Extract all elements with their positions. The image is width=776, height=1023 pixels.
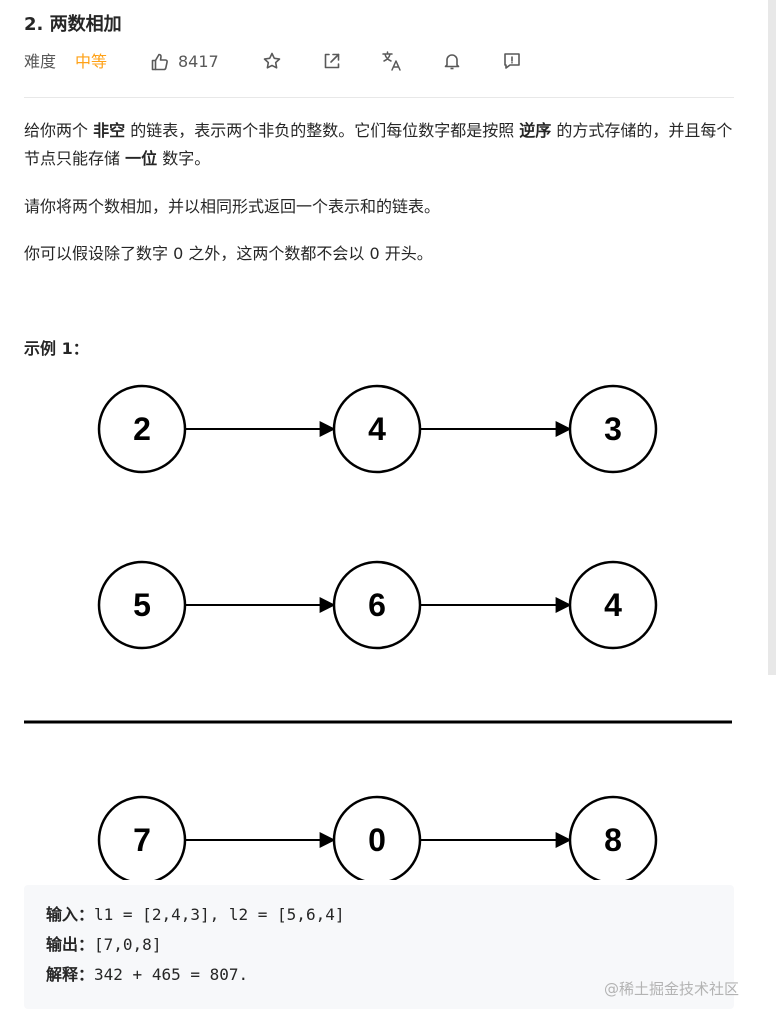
list-node-value: 3 <box>604 411 622 447</box>
list-node-circle <box>568 560 658 650</box>
list-node-value: 0 <box>368 822 386 858</box>
feedback-icon <box>504 53 520 69</box>
example-explanation: 解释：342 + 465 = 807. <box>46 965 249 984</box>
page-title: 2. 两数相加 <box>24 14 122 35</box>
list-node: 8 <box>568 795 658 880</box>
favorite-button[interactable] <box>261 50 283 72</box>
difficulty-badge: 中等 <box>75 52 108 71</box>
like-count: 8417 <box>178 52 219 71</box>
list-node: 7 <box>97 795 187 880</box>
watermark: @稀土掘金技术社区 <box>604 980 740 998</box>
problem-meta-bar: 难度 中等 8417 <box>24 50 744 74</box>
star-icon <box>263 52 281 69</box>
example-code-block: 输入：l1 = [2,4,3], l2 = [5,6,4] 输出：[7,0,8]… <box>24 885 734 1009</box>
list-node-value: 8 <box>604 822 622 858</box>
list-node-circle <box>568 384 658 474</box>
like-button[interactable]: 8417 <box>150 50 219 74</box>
translate-icon <box>382 51 401 71</box>
list-node-value: 7 <box>133 822 151 858</box>
share-button[interactable] <box>321 50 343 72</box>
example-input: 输入：l1 = [2,4,3], l2 = [5,6,4] <box>46 905 345 924</box>
example-title: 示例 1： <box>24 339 89 358</box>
list-node: 5 <box>97 560 187 650</box>
description-paragraph-1: 给你两个 非空 的链表，表示两个非负的整数。它们每位数字都是按照 逆序 的方式存… <box>24 121 733 168</box>
list-node: 2 <box>97 384 187 474</box>
list-node-circle <box>568 795 658 880</box>
bell-icon <box>444 54 460 70</box>
thumbs-up-icon <box>151 53 168 71</box>
list-node-value: 4 <box>604 587 622 623</box>
share-icon <box>324 53 340 69</box>
translate-button[interactable] <box>381 50 403 72</box>
scrollbar[interactable] <box>768 0 776 675</box>
list-node-value: 6 <box>368 587 386 623</box>
example-output: 输出：[7,0,8] <box>46 935 162 954</box>
header-divider <box>24 97 734 98</box>
list-node: 6 <box>332 560 422 650</box>
list-node: 3 <box>568 384 658 474</box>
description-paragraph-2: 请你将两个数相加，并以相同形式返回一个表示和的链表。 <box>24 197 441 216</box>
list-node: 4 <box>332 384 422 474</box>
list-node-value: 2 <box>133 411 151 447</box>
list-node: 4 <box>568 560 658 650</box>
notification-button[interactable] <box>441 50 463 72</box>
list-node: 0 <box>332 795 422 880</box>
list-node-value: 5 <box>133 587 151 623</box>
linked-list-diagram: 2 4 3 5 6 4 7 0 8 <box>24 384 732 880</box>
list-node-value: 4 <box>368 411 386 447</box>
description-paragraph-3: 你可以假设除了数字 0 之外，这两个数都不会以 0 开头。 <box>24 244 433 263</box>
difficulty-label: 难度 <box>24 52 57 71</box>
feedback-button[interactable] <box>501 50 523 72</box>
